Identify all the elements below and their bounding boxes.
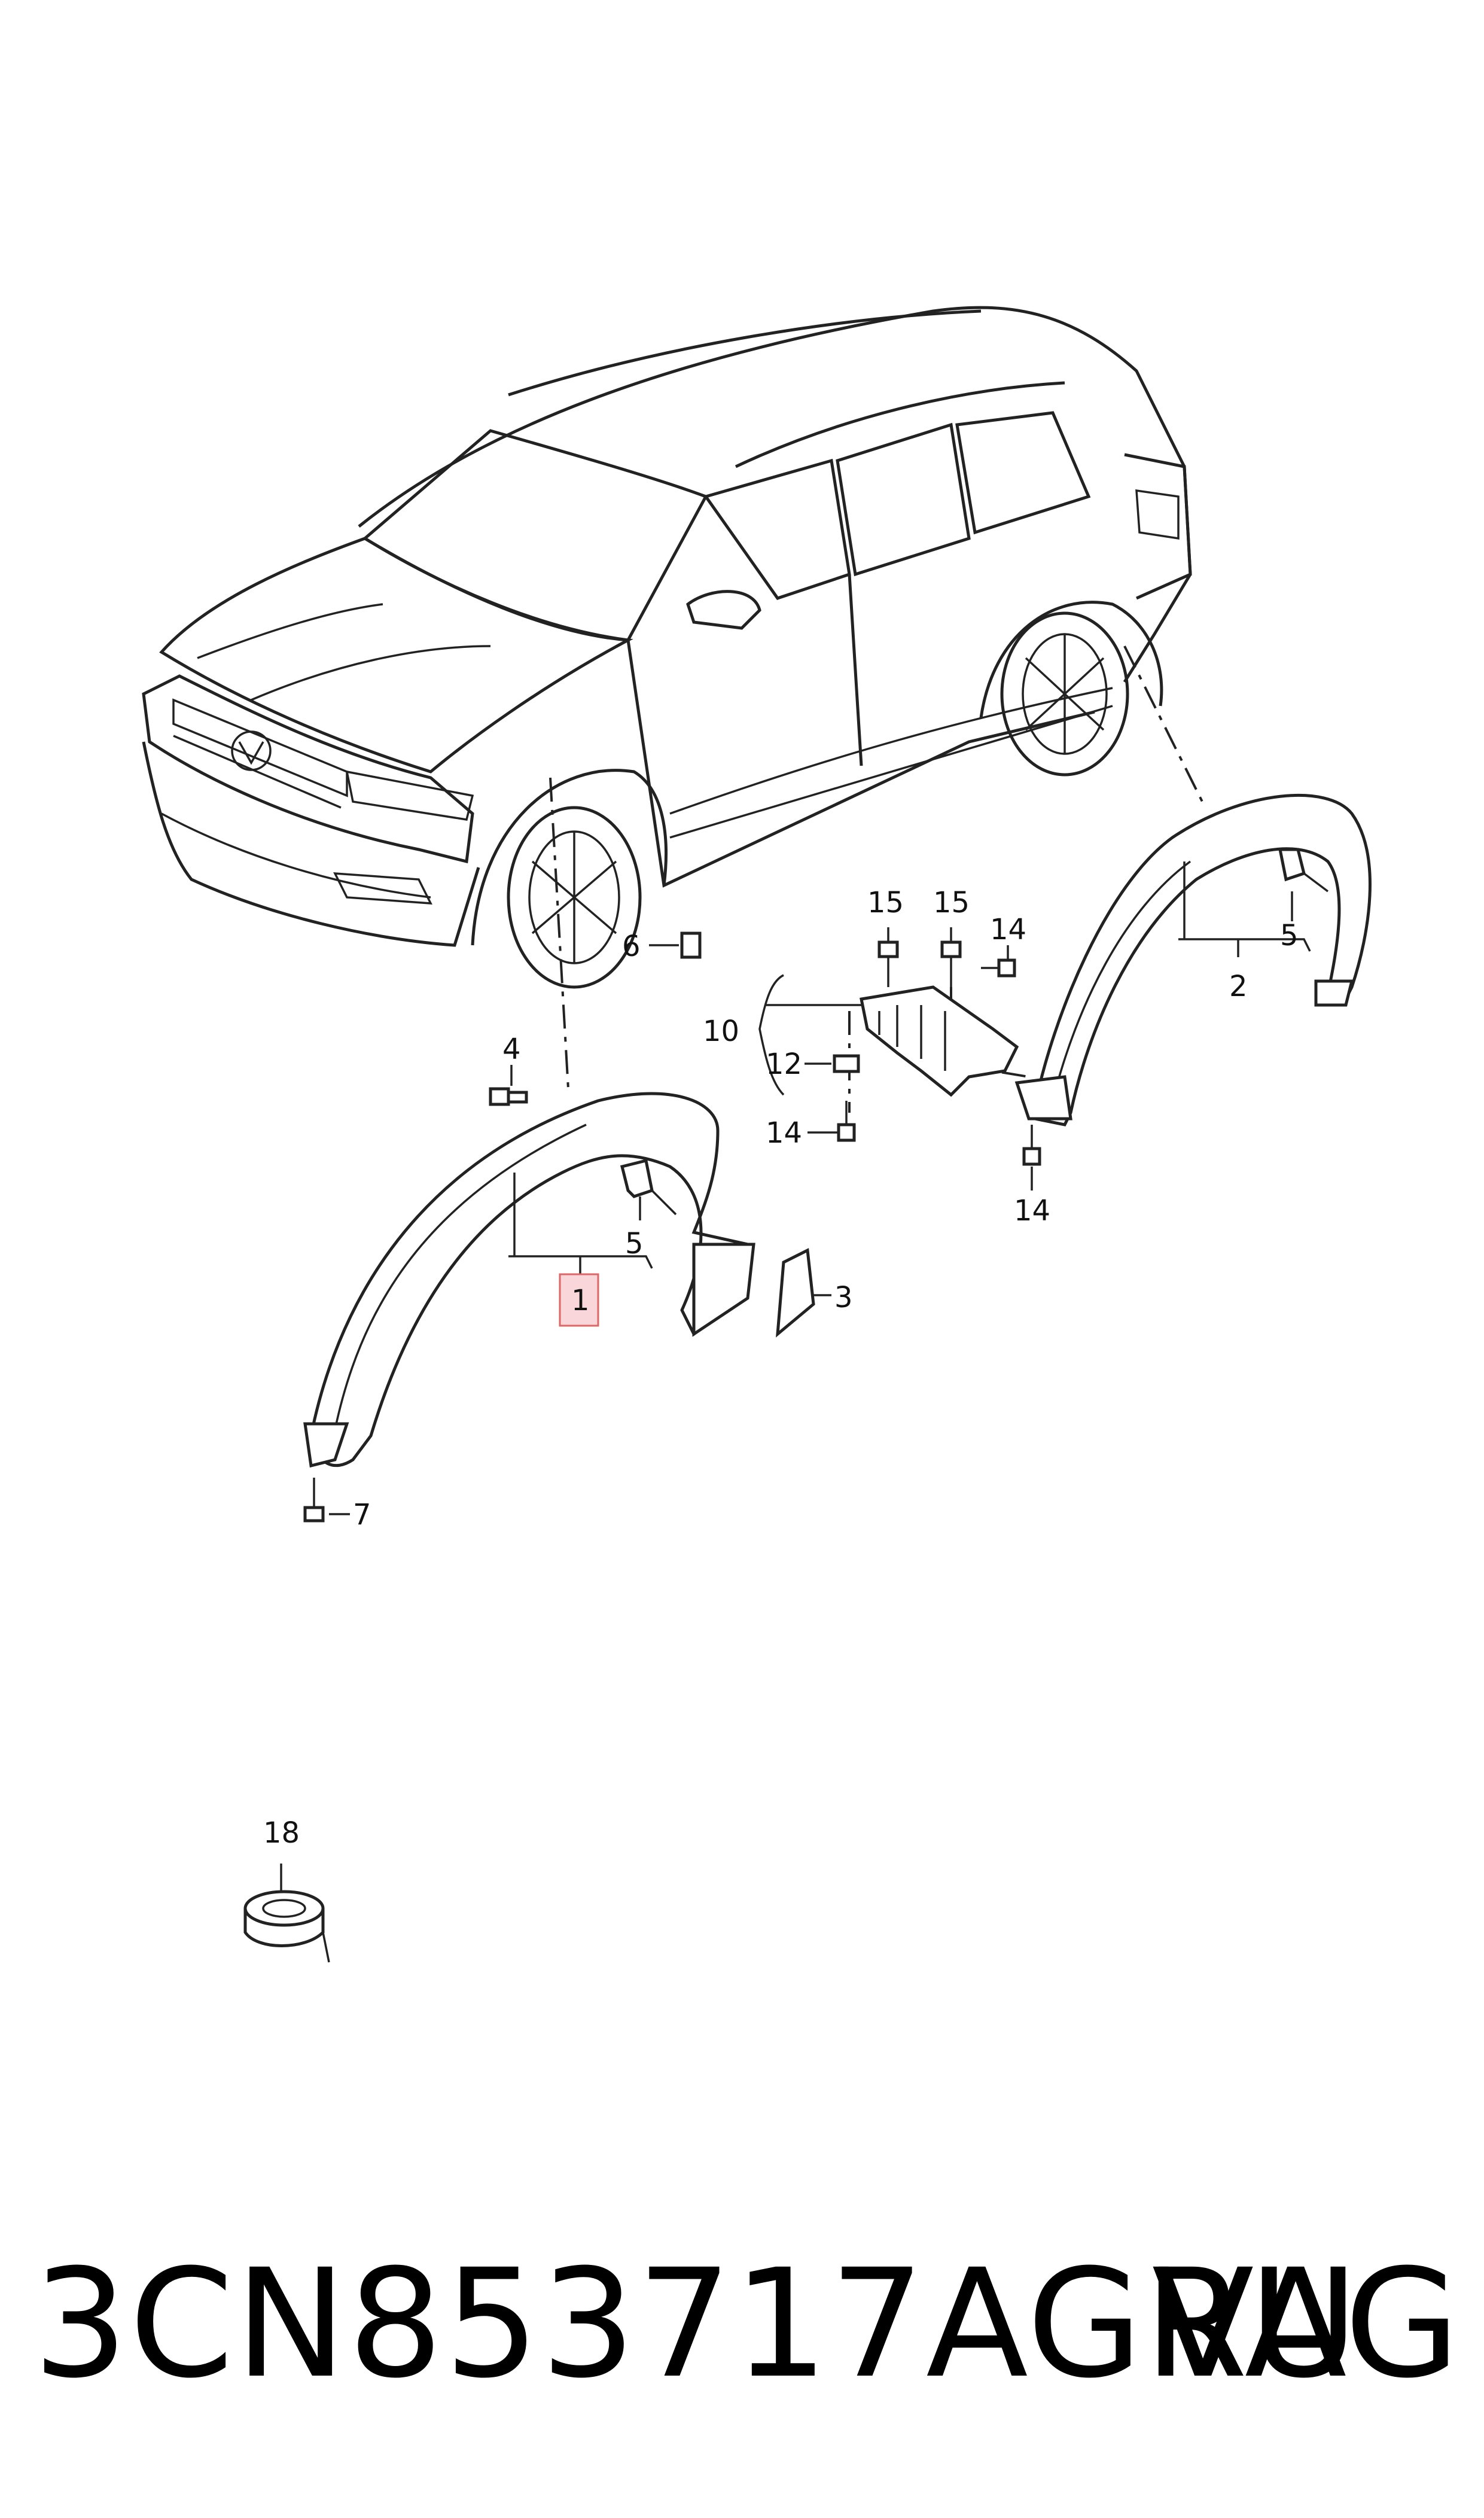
screw-15-left (877, 927, 899, 987)
bolt-4 (489, 1087, 528, 1106)
front-wheel-arch-trim (303, 1092, 755, 1468)
clip-5-rear (1278, 848, 1329, 893)
callout-14a: 14 (990, 913, 1026, 946)
vehicle-illustration (142, 306, 1192, 989)
callout-2: 2 (1229, 970, 1248, 1003)
leader-front-arch (549, 777, 569, 1089)
callout-2-bracket (1178, 861, 1311, 957)
leader-rear-arch (1123, 646, 1203, 802)
clip-5-front (620, 1158, 677, 1216)
callout-15b: 15 (933, 886, 970, 919)
callout-7: 7 (353, 1498, 371, 1531)
callout-5a: 5 (625, 1227, 644, 1260)
screw-14-top (981, 945, 1016, 978)
callout-6: 6 (622, 930, 641, 963)
callout-10-bracket (758, 974, 861, 1096)
callout-1-bracket (508, 1173, 653, 1274)
callout-12: 12 (766, 1048, 802, 1081)
bracket-assembly (860, 985, 1019, 1097)
adhesive-tape-roll-18 (243, 1864, 330, 1963)
callout-10: 10 (703, 1015, 739, 1048)
screw-7 (303, 1478, 350, 1523)
callout-4: 4 (502, 1033, 521, 1066)
screw-15-right (940, 927, 962, 987)
callout-3: 3 (834, 1281, 853, 1314)
callout-1-highlight (559, 1273, 599, 1327)
callout-14c: 14 (1014, 1194, 1050, 1228)
part-number: 3CN853717AGRU (33, 2237, 1360, 2411)
screw-14-right (1022, 1125, 1041, 1191)
callout-15a: 15 (867, 886, 904, 919)
callout-18: 18 (263, 1816, 300, 1850)
rear-wheel-arch-trim (1014, 794, 1372, 1126)
brand-name: VAG (1151, 2237, 1460, 2411)
nut-12 (805, 1054, 860, 1073)
callout-1: 1 (571, 1284, 590, 1317)
part-3-seal (776, 1248, 815, 1338)
clip-6 (649, 931, 702, 959)
callout-5b: 5 (1280, 919, 1299, 952)
callout-14b: 14 (766, 1116, 802, 1150)
screw-14-left (807, 1101, 856, 1142)
